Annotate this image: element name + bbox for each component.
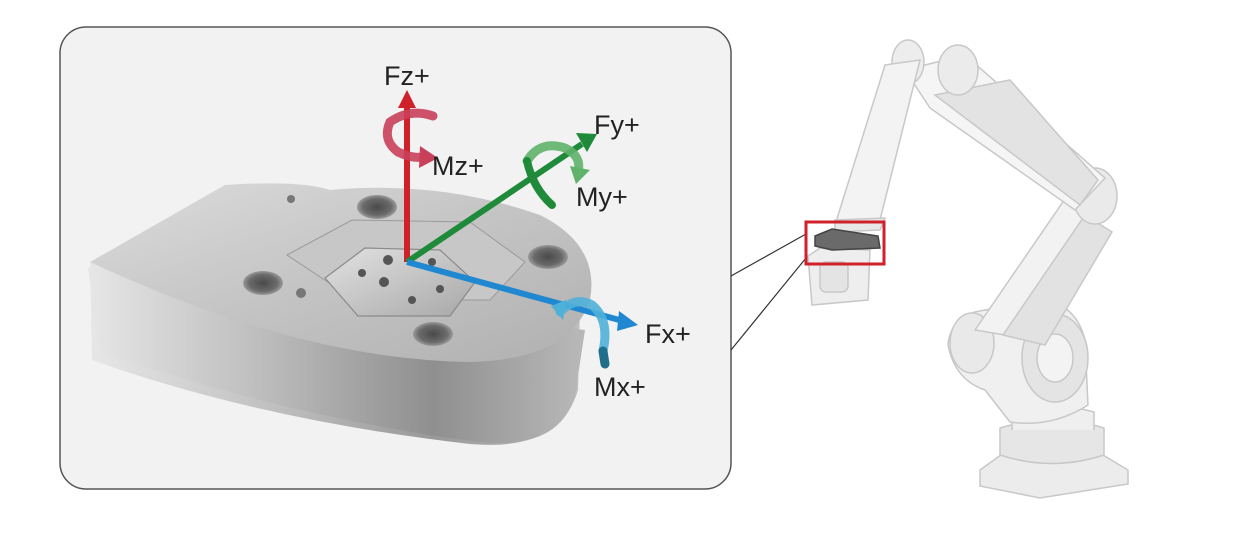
mx-rotation-arrow xyxy=(555,297,610,356)
fz-label: Fz+ xyxy=(384,61,430,91)
mz-arrowhead xyxy=(419,146,438,168)
callout-line-top xyxy=(730,233,807,277)
robot-arm-image xyxy=(807,39,1129,499)
my-arrowhead xyxy=(570,166,590,184)
sensor-callout-box xyxy=(804,220,886,266)
fy-arrowhead xyxy=(576,133,597,152)
fx-arrowhead xyxy=(617,311,638,331)
mx-arrowhead xyxy=(551,300,566,320)
fy-label: Fy+ xyxy=(594,110,640,140)
mz-rotation-arrow xyxy=(382,108,438,162)
mx-label: Mx+ xyxy=(594,372,646,402)
my-label: My+ xyxy=(576,182,628,212)
fx-label: Fx+ xyxy=(645,319,691,349)
mz-label: Mz+ xyxy=(432,151,484,181)
fx-axis-arrow xyxy=(406,259,624,324)
my-rotation-arrow xyxy=(522,141,584,177)
fz-arrowhead xyxy=(398,90,416,108)
callout-line-bottom xyxy=(730,257,807,351)
fy-axis-arrow xyxy=(405,141,584,265)
